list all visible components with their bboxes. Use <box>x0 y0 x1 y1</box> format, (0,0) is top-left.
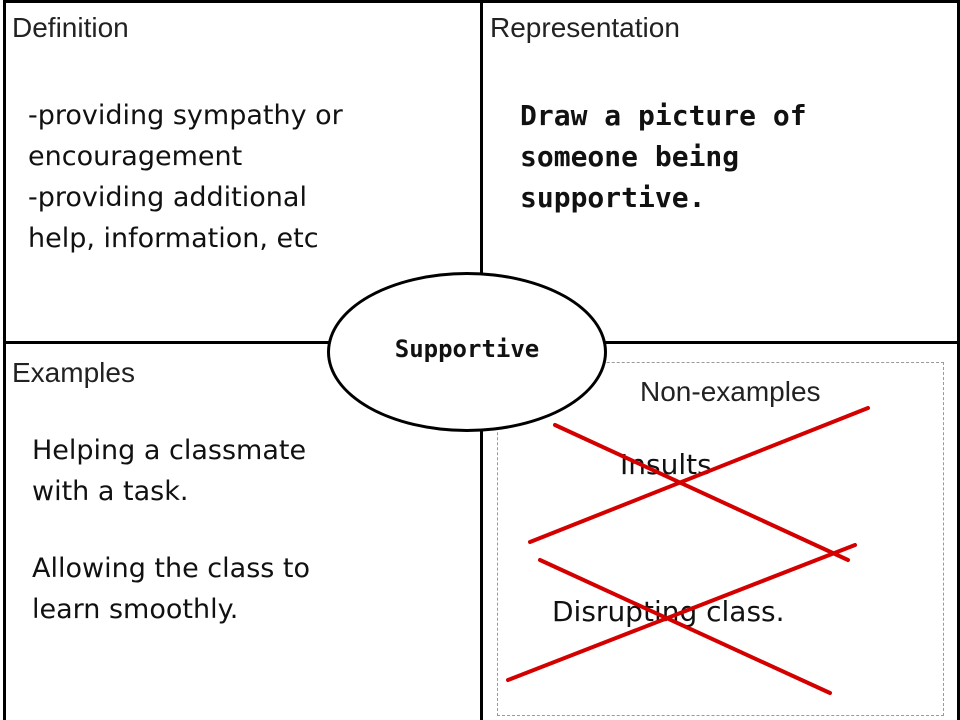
non-examples-title: Non-examples <box>640 376 821 407</box>
examples-title: Examples <box>12 357 135 388</box>
grid-border-right <box>957 0 960 720</box>
non-examples-dashed-box <box>497 362 944 716</box>
non-example-item: Disrupting class. <box>552 595 785 628</box>
example-item: Allowing the class to learn smoothly. <box>32 553 311 625</box>
definition-title: Definition <box>12 12 129 43</box>
definition-quadrant: Definition -providing sympathy or encour… <box>4 0 482 343</box>
grid-border-left <box>3 0 6 720</box>
example-item: Helping a classmate with a task. <box>32 435 307 507</box>
definition-text: -providing sympathy or encouragement -pr… <box>28 100 343 254</box>
non-example-item: Insults <box>620 448 712 481</box>
representation-text: Draw a picture of someone being supporti… <box>520 99 807 214</box>
center-term-label: Supportive <box>394 335 540 363</box>
representation-quadrant: Representation Draw a picture of someone… <box>482 0 960 343</box>
representation-title: Representation <box>490 12 680 43</box>
center-term-oval: Supportive <box>327 272 607 432</box>
examples-quadrant: Examples Helping a classmate with a task… <box>4 343 482 720</box>
